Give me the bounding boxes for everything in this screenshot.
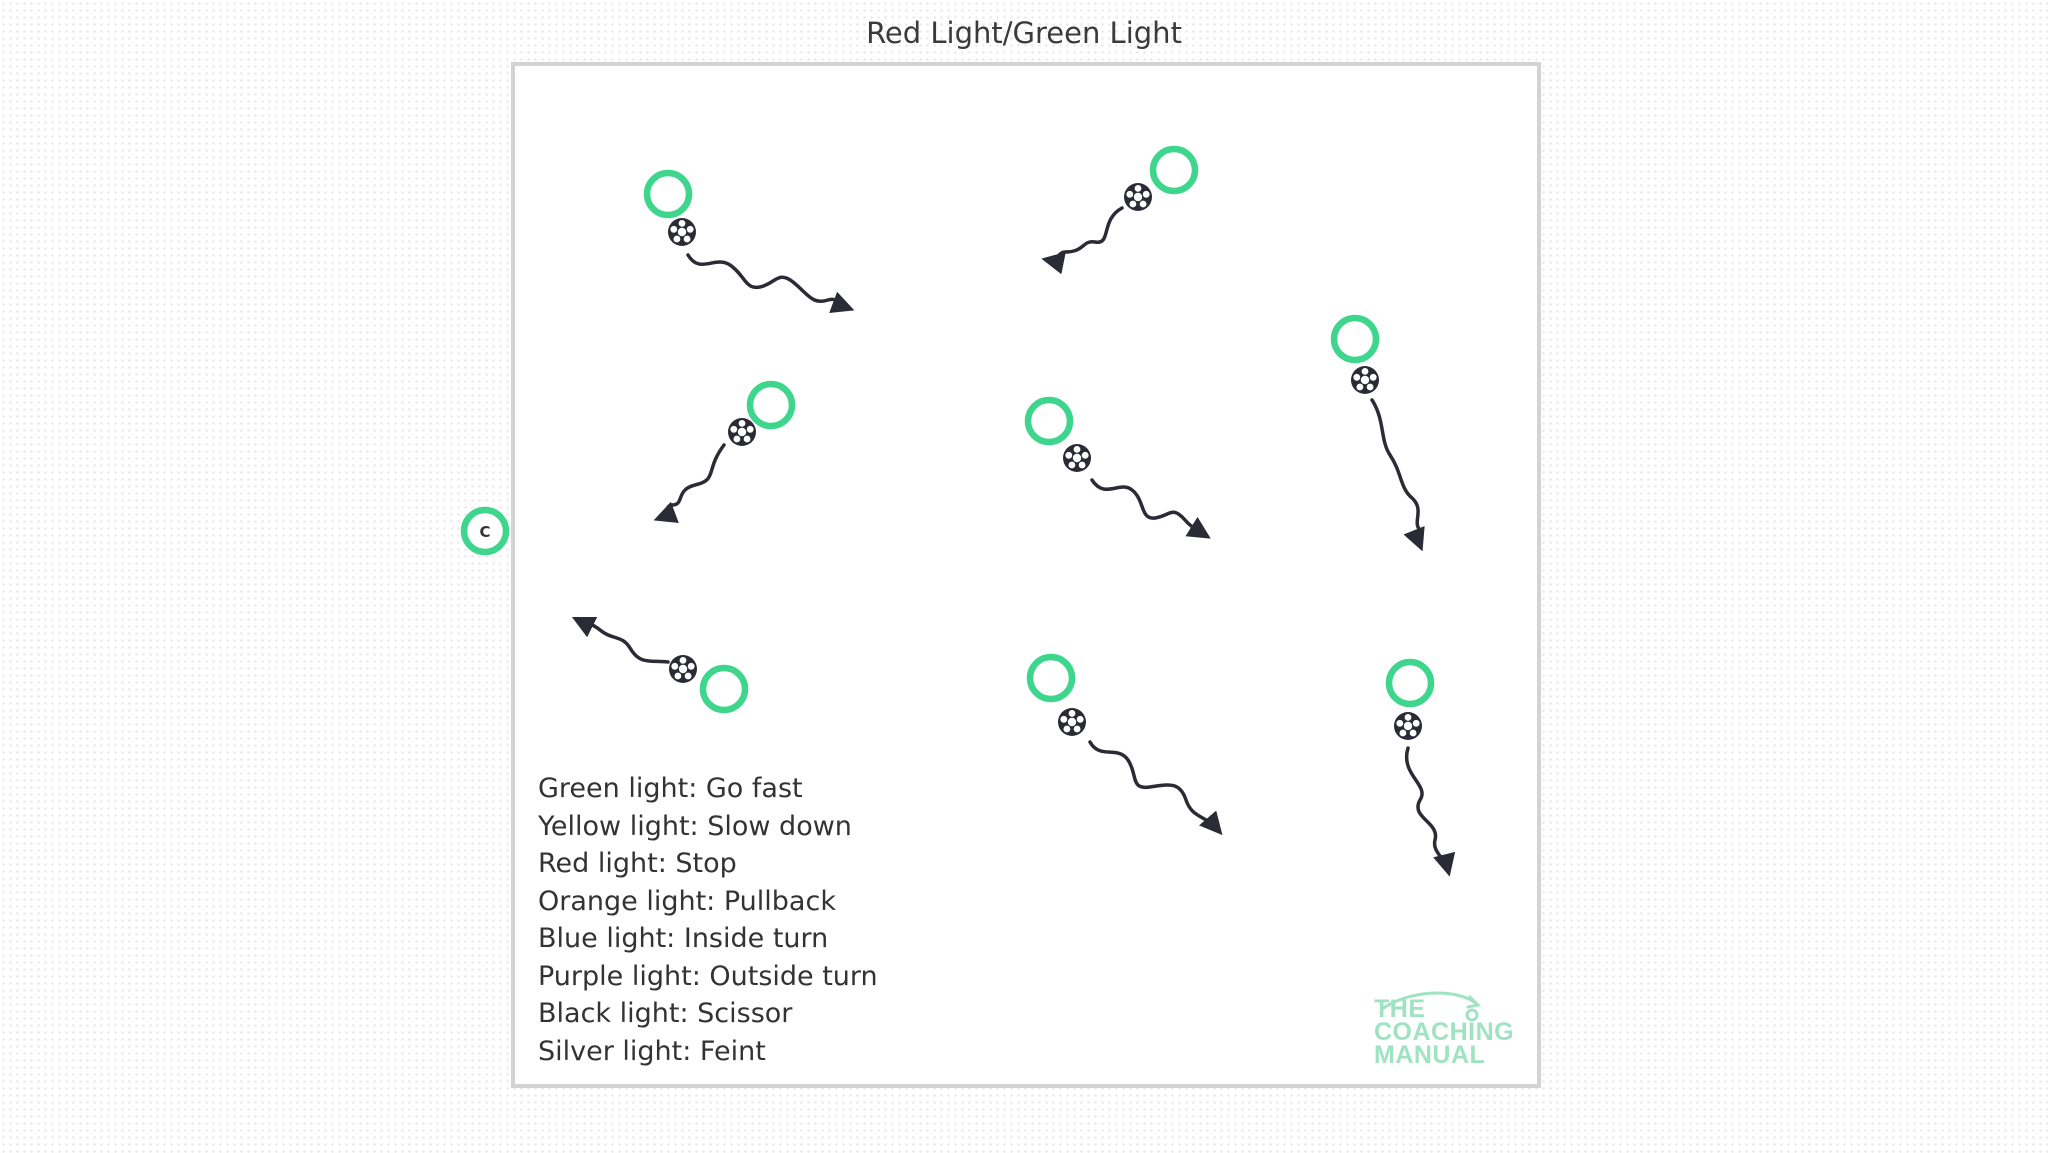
- diagram-title: Red Light/Green Light: [866, 16, 1182, 50]
- player-marker-icon: [1026, 653, 1076, 703]
- dribble-arrow-icon: [1404, 746, 1456, 877]
- coach-marker-icon: C: [460, 506, 510, 556]
- legend-list: Green light: Go fast Yellow light: Slow …: [538, 770, 878, 1070]
- logo-text-line: COACHING: [1374, 1018, 1515, 1046]
- football-icon: [1124, 183, 1152, 211]
- player-marker-icon: [746, 380, 796, 430]
- coach-label: C: [479, 523, 490, 541]
- football-icon: [1351, 366, 1379, 394]
- player-group: [1026, 653, 1223, 836]
- football-icon: [669, 655, 697, 683]
- logo-text-line: MANUAL: [1374, 1041, 1486, 1069]
- player-marker-icon: [1330, 314, 1380, 364]
- dribble-arrow-icon: [571, 616, 670, 664]
- logo-text-line: THE: [1374, 995, 1426, 1023]
- dribble-arrow-icon: [686, 253, 855, 314]
- legend-item: Silver light: Feint: [538, 1035, 766, 1067]
- player-group: [1330, 314, 1425, 552]
- player-group: [1041, 145, 1199, 275]
- player-group: [653, 380, 796, 524]
- dribble-arrow-icon: [1090, 478, 1211, 539]
- player-marker-icon: [643, 169, 693, 219]
- legend-item: Blue light: Inside turn: [538, 923, 829, 954]
- player-group: [1385, 658, 1456, 877]
- football-icon: [1394, 712, 1422, 740]
- football-icon: [1063, 444, 1091, 472]
- football-icon: [1058, 708, 1086, 736]
- player-marker-icon: [1024, 396, 1074, 446]
- player-marker-icon: [1385, 658, 1435, 708]
- dribble-arrow-icon: [1041, 206, 1124, 275]
- legend-item: Purple light: Outside turn: [538, 960, 878, 992]
- player-group: [571, 616, 749, 714]
- legend-item: Orange light: Pullback: [538, 885, 836, 917]
- logo-swoosh-icon: [1380, 991, 1482, 1022]
- player-marker-icon: [1149, 145, 1199, 195]
- dribble-arrow-icon: [1370, 398, 1425, 552]
- player-group: [643, 169, 855, 314]
- player-marker-icon: [699, 664, 749, 714]
- football-icon: [728, 418, 756, 446]
- legend-item: Red light: Stop: [538, 848, 737, 879]
- dribble-arrow-icon: [653, 443, 726, 524]
- legend-item: Green light: Go fast: [538, 773, 803, 804]
- legend-item: Black light: Scissor: [538, 998, 793, 1029]
- dribble-arrow-icon: [1088, 740, 1223, 836]
- coaching-manual-logo: THE COACHING MANUAL: [1368, 985, 1538, 1070]
- player-group: [1024, 396, 1211, 539]
- legend-item: Yellow light: Slow down: [538, 810, 852, 842]
- football-icon: [668, 218, 696, 246]
